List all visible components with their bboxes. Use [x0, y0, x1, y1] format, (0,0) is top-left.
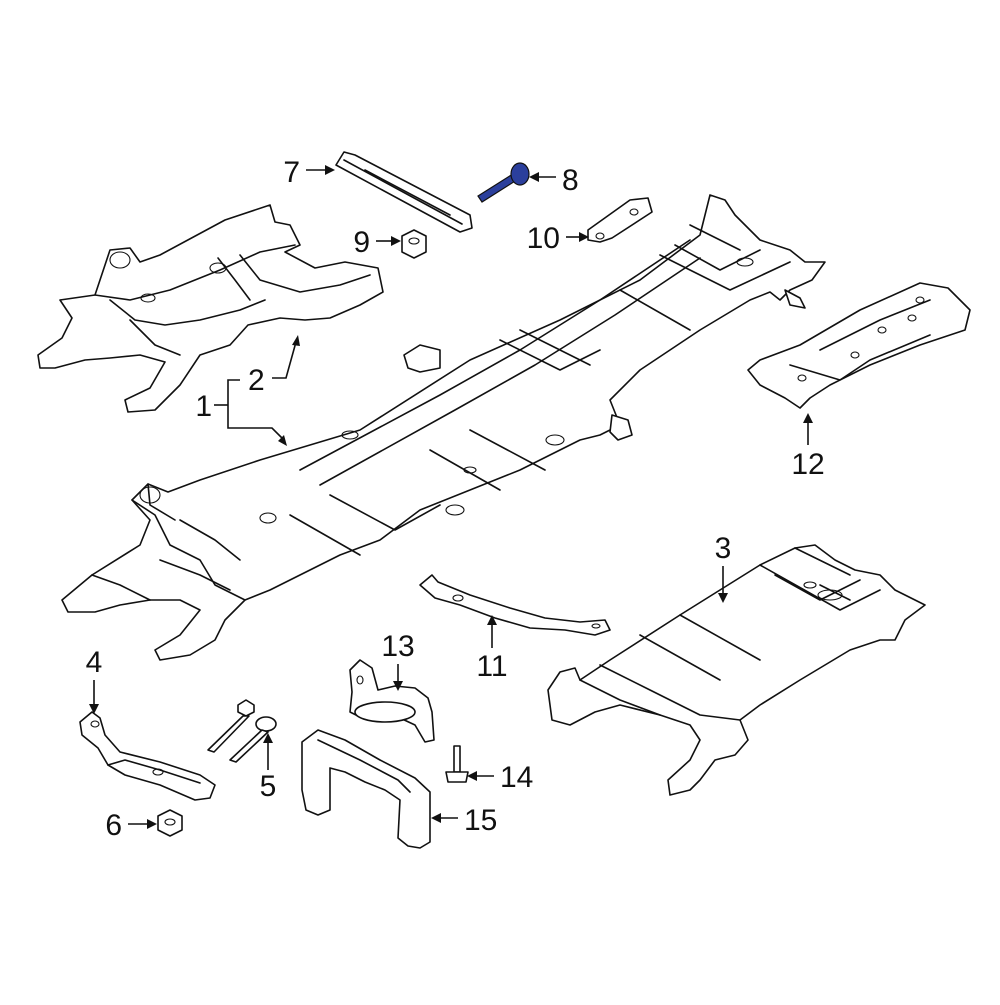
callout-13: 13: [381, 630, 414, 663]
callout-4: 4: [86, 646, 103, 679]
callout-labels: 1 2 3 4 5 6 7 8 9 10 11 12 13 14 15: [86, 156, 825, 842]
callout-9: 9: [353, 226, 370, 259]
part-5-bolts[interactable]: [207, 699, 277, 763]
part-12-skid-plate[interactable]: [747, 282, 971, 409]
part-11-bracket[interactable]: [419, 574, 611, 636]
part-2-front-subframe[interactable]: [37, 204, 384, 413]
part-14-bolt[interactable]: [445, 745, 469, 783]
part-15-cover[interactable]: [301, 729, 431, 849]
callout-11: 11: [476, 650, 507, 683]
callout-6: 6: [105, 809, 122, 842]
callout-2: 2: [248, 364, 265, 397]
part-3-rear-frame[interactable]: [547, 544, 926, 796]
part-4-bracket[interactable]: [79, 711, 216, 801]
part-8-bolt-highlighted[interactable]: [477, 162, 530, 203]
part-1-frame[interactable]: [61, 194, 826, 661]
callout-1: 1: [195, 390, 212, 423]
callout-3: 3: [715, 532, 732, 565]
part-9-nut[interactable]: [401, 229, 427, 259]
callout-8: 8: [562, 164, 579, 197]
leader-lines: [89, 165, 813, 829]
part-7-plate[interactable]: [335, 151, 473, 233]
callout-15: 15: [464, 804, 497, 837]
callout-7: 7: [283, 156, 300, 189]
part-13-mount[interactable]: [349, 659, 435, 743]
callout-10: 10: [527, 222, 560, 255]
part-6-nut[interactable]: [157, 809, 183, 837]
part-10-bracket[interactable]: [587, 197, 653, 243]
callout-14: 14: [500, 761, 533, 794]
callout-12: 12: [791, 448, 824, 481]
callout-5: 5: [260, 770, 277, 803]
